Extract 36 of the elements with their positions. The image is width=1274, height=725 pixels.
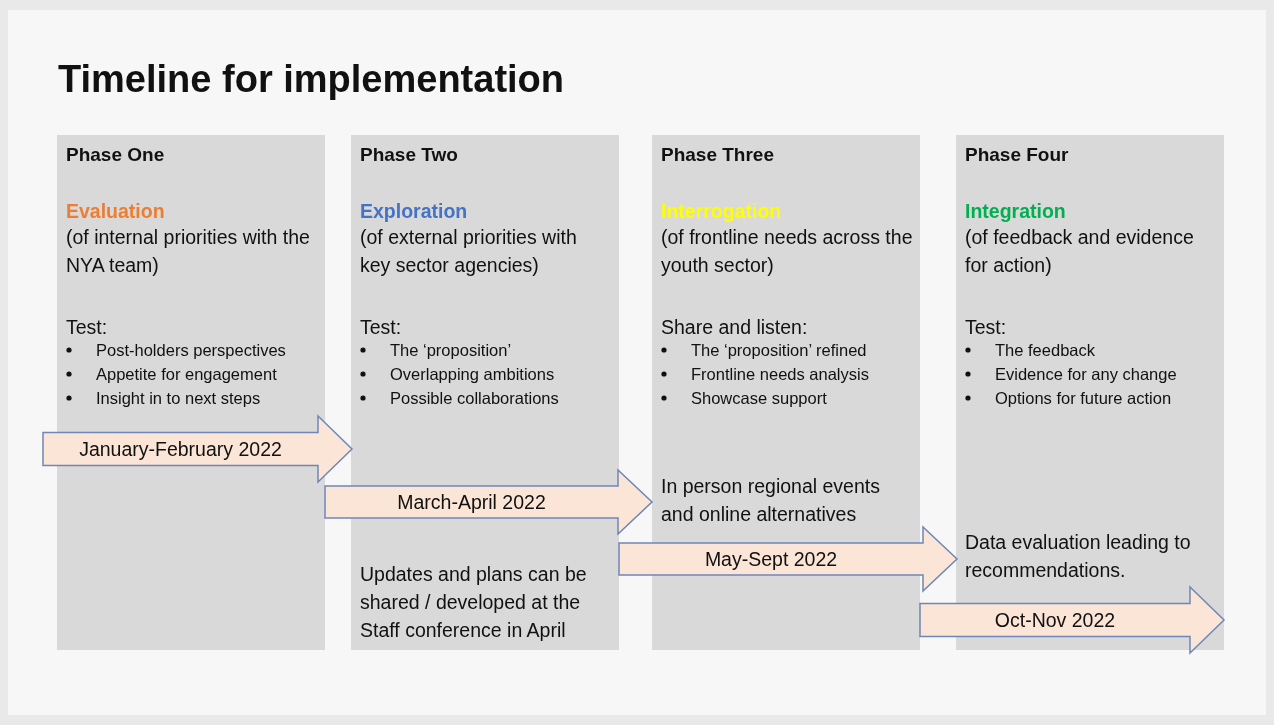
description-text: (of external priorities with key sector agencies)	[360, 225, 578, 278]
bullet-item: The ‘proposition’	[360, 338, 622, 362]
phase-column	[57, 135, 325, 650]
description-text: (of frontline needs across the youth sector)	[661, 225, 913, 278]
bullet-item: Possible collaborations	[360, 386, 622, 410]
test-label: Test:	[360, 315, 403, 340]
test-label: Test:	[66, 315, 109, 340]
bullet-item: Insight in to next steps	[66, 386, 328, 410]
phase-heading: Phase Four	[965, 143, 1070, 167]
bullet-item: Options for future action	[965, 386, 1227, 410]
phase-name: Evaluation	[66, 199, 166, 224]
phase-heading: Phase One	[66, 143, 166, 167]
phase-name: Interrogation	[661, 199, 783, 224]
bullet-item: Appetite for engagement	[66, 362, 328, 386]
bullet-item: The ‘proposition’ refined	[661, 338, 923, 362]
test-label: Test:	[965, 315, 1008, 340]
bullet-item: Post-holders perspectives	[66, 338, 328, 362]
description-text: (of internal priorities with the NYA team)	[66, 225, 311, 278]
test-label: Share and listen:	[661, 315, 809, 340]
phase-name: Exploration	[360, 199, 469, 224]
phase-name: Integration	[965, 199, 1067, 224]
phase-heading: Phase Three	[661, 143, 775, 167]
title: Timeline for implementation	[58, 58, 565, 101]
bullet-item: Showcase support	[661, 386, 923, 410]
phase-column	[351, 135, 619, 650]
phase-column	[956, 135, 1224, 650]
bullet-item: The feedback	[965, 338, 1227, 362]
description-text: (of feedback and evidence for action)	[965, 225, 1195, 278]
bullet-item: Evidence for any change	[965, 362, 1227, 386]
note-text: In person regional events and online alternatives	[661, 474, 881, 527]
bullet-item: Frontline needs analysis	[661, 362, 923, 386]
phase-heading: Phase Two	[360, 143, 459, 167]
note-text: Data evaluation leading to recommendations.	[965, 530, 1192, 583]
note-text: Updates and plans can be shared / developed at the Staff conference in April	[360, 562, 588, 643]
phase-column	[652, 135, 920, 650]
bullet-item: Overlapping ambitions	[360, 362, 622, 386]
